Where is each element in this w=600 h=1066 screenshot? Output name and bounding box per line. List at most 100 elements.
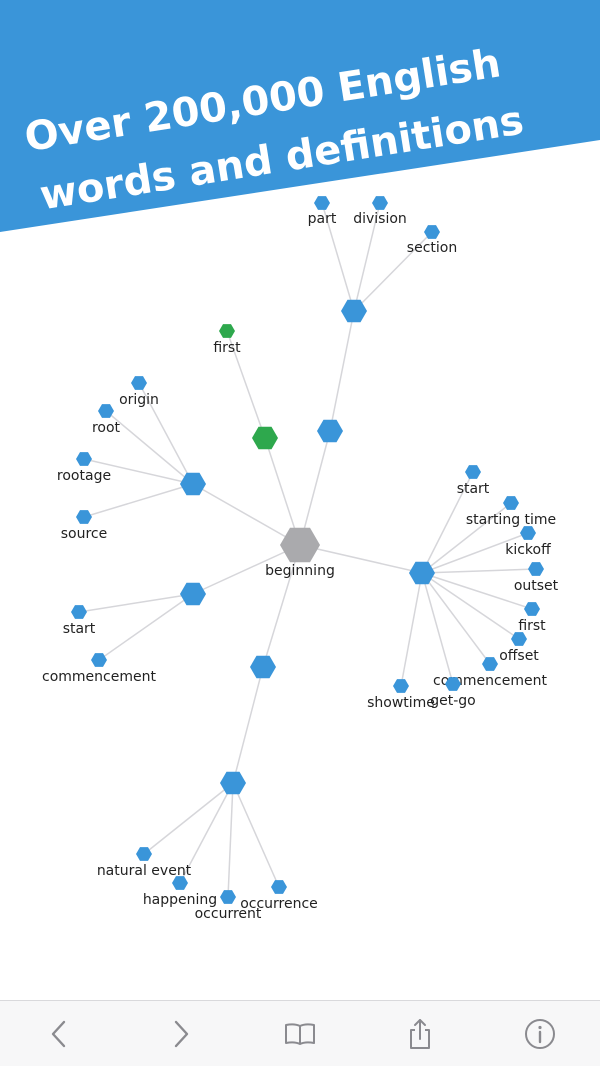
bookmarks-button[interactable] [270,1009,330,1059]
word-node-hexagon[interactable] [393,679,409,693]
graph-node-g5a[interactable]: natural event [97,847,192,879]
graph-edge [321,202,355,312]
graph-edge [264,437,301,546]
graph-node-root[interactable]: beginning [265,527,335,579]
graph-node-g3b[interactable]: commencement [42,653,156,685]
graph-edge [179,782,234,884]
group-node-hexagon[interactable] [409,561,435,585]
word-node-hexagon[interactable] [172,876,188,890]
graph-node-g4f[interactable]: offset [499,632,539,664]
node-label: first [518,618,546,634]
word-node-hexagon[interactable] [271,880,287,894]
node-label: happening [143,892,217,908]
graph-node-g2d[interactable]: source [61,510,108,542]
node-label: beginning [265,563,335,579]
graph-node-g3[interactable] [180,582,206,606]
graph-node-g4g[interactable]: commencement [433,657,547,689]
graph-node-g5[interactable] [220,771,246,795]
word-node-hexagon[interactable] [131,376,147,390]
info-icon [525,1018,555,1049]
graph-edge [299,430,331,546]
word-node-hexagon[interactable] [528,562,544,576]
graph-node-g4h[interactable]: get-go [430,677,476,709]
graph-edge [421,568,537,574]
node-label: origin [119,392,159,408]
info-button[interactable] [510,1009,570,1059]
graph-node-g1[interactable] [341,299,367,323]
bottom-toolbar [0,1000,600,1066]
graph-edge [138,382,194,485]
graph-node-g1c[interactable]: section [407,225,457,256]
word-node-hexagon[interactable] [280,527,320,563]
graph-edge [192,483,301,546]
graph-node-g2c[interactable]: rootage [57,452,111,484]
graph-node-g4d[interactable]: outset [514,562,559,594]
graph-edge [98,593,194,661]
word-node-hexagon[interactable] [503,496,519,510]
group-node-hexagon[interactable] [180,582,206,606]
graph-node-g1m[interactable] [317,419,343,443]
banner-background [0,0,600,232]
graph-node-g4b[interactable]: starting time [466,496,556,528]
graph-node-g4[interactable] [409,561,435,585]
graph-node-g5m[interactable] [250,655,276,679]
share-icon [410,1018,430,1049]
group-node-hexagon[interactable] [317,419,343,443]
graph-node-g4c[interactable]: kickoff [505,526,551,558]
word-node-hexagon[interactable] [91,653,107,667]
word-node-hexagon[interactable] [252,426,278,450]
word-node-hexagon[interactable] [76,452,92,466]
graph-node-sel[interactable] [252,426,278,450]
word-node-hexagon[interactable] [520,526,536,540]
graph-node-g2a[interactable]: origin [119,376,159,408]
bookmarks-icon [285,1022,315,1045]
graph-edge [400,572,423,687]
graph-node-sela[interactable]: first [213,324,241,356]
graph-edge [232,666,264,784]
graph-edge [143,782,234,855]
forward-button[interactable] [150,1009,210,1059]
group-node-hexagon[interactable] [250,655,276,679]
word-node-hexagon[interactable] [71,605,87,619]
group-node-hexagon[interactable] [341,299,367,323]
graph-node-g3a[interactable]: start [63,605,96,637]
word-node-hexagon[interactable] [136,847,152,861]
group-node-hexagon[interactable] [220,771,246,795]
word-node-hexagon[interactable] [465,465,481,479]
graph-edge [421,532,529,574]
node-label: get-go [430,693,476,709]
graph-node-g5d[interactable]: occurrence [240,880,318,912]
word-node-hexagon[interactable] [482,657,498,671]
node-label: root [92,420,121,436]
word-node-hexagon[interactable] [220,890,236,904]
node-label: commencement [42,669,156,685]
graph-edge [329,310,355,432]
graph-node-g1a[interactable]: part [308,196,337,227]
graph-node-g2b[interactable]: root [92,404,121,436]
graph-node-g4e[interactable]: first [518,602,546,634]
node-label: commencement [433,673,547,689]
word-node-hexagon[interactable] [219,324,235,338]
graph-edge [83,483,194,518]
graph-node-g4i[interactable]: showtime [367,679,435,711]
word-node-hexagon[interactable] [511,632,527,646]
group-node-hexagon[interactable] [180,472,206,496]
graph-node-g1b[interactable]: division [353,196,407,227]
graph-node-g5c[interactable]: occurrent [195,890,262,922]
node-label: division [353,211,407,227]
word-node-hexagon[interactable] [314,196,330,210]
word-node-hexagon[interactable] [424,225,440,239]
word-node-hexagon[interactable] [445,677,461,691]
back-button[interactable] [30,1009,90,1059]
graph-node-g2[interactable] [180,472,206,496]
word-node-hexagon[interactable] [372,196,388,210]
word-node-hexagon[interactable] [524,602,540,616]
word-node-hexagon[interactable] [98,404,114,418]
graph-node-g5b[interactable]: happening [143,876,217,908]
graph-node-g4a[interactable]: start [457,465,490,497]
graph-edge [421,572,533,610]
back-icon [51,1020,66,1047]
share-button[interactable] [390,1009,450,1059]
word-node-hexagon[interactable] [76,510,92,524]
